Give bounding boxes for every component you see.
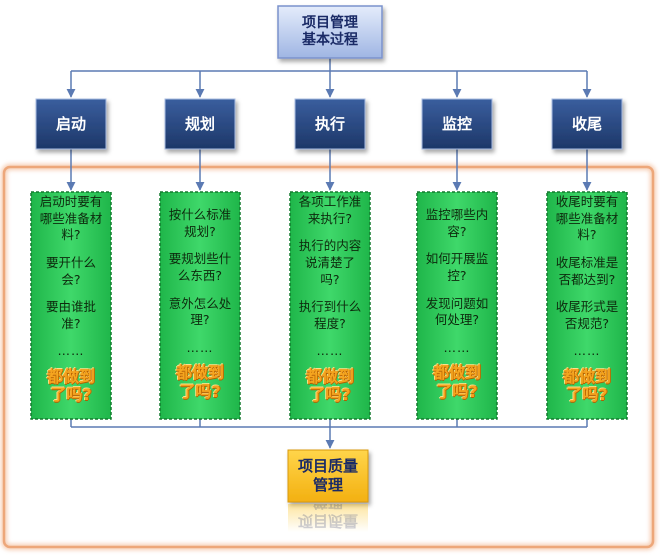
top-connectors (66, 58, 592, 98)
question-text: 执行到什么 程度? (298, 299, 362, 331)
ellipsis-text: …… (443, 339, 471, 355)
phase-box-initiate (35, 98, 107, 150)
root-box (277, 5, 383, 59)
column-text-execute: 各项工作准 来执行? 执行的内容 说清楚了 吗? 执行到什么 程度? …… 都做… (290, 194, 370, 405)
done-question-text: 都做到 了吗? (175, 363, 224, 401)
phase-label-initiate: 启动 (55, 114, 86, 133)
root-label: 项目管理 基本过程 (302, 14, 358, 49)
question-text: 收尾形式是 否规范? (555, 299, 619, 331)
phase-box-plan (164, 98, 236, 150)
column-text-initiate: 启动时要有 哪些准备材 料? 要开什么 会? 要由谁批 准? …… 都做到 了吗… (31, 194, 111, 405)
column-close (546, 191, 628, 420)
question-text: 监控哪些内 容? (425, 207, 489, 239)
phase-box-execute (294, 98, 366, 150)
question-text: 要开什么 会? (45, 254, 96, 287)
done-question-text: 都做到 了吗? (432, 363, 481, 401)
question-text: 收尾标准是 否都达到? (555, 254, 619, 287)
column-execute (289, 191, 371, 420)
bottom-connectors (70, 419, 588, 449)
phase-box-close (551, 98, 623, 150)
question-text: 发现问题如 何处理? (425, 295, 489, 328)
question-text: 要由谁批 准? (45, 299, 96, 331)
done-question-text: 都做到 了吗? (562, 367, 611, 405)
column-text-monitor: 监控哪些内 容? 如何开展监 控? 发现问题如 何处理? …… 都做到 了吗? (417, 207, 497, 401)
column-text-plan: 按什么标准 规划? 要规划些什 么东西? 意外怎么处 理? …… 都做到 了吗? (160, 207, 240, 401)
ellipsis-text: …… (186, 339, 214, 355)
green-columns (30, 191, 628, 420)
column-text-close: 收尾时要有 哪些准备材 料? 收尾标准是 否都达到? 收尾形式是 否规范? ……… (547, 194, 627, 405)
question-text: 按什么标准 规划? (168, 207, 232, 239)
done-question-text: 都做到 了吗? (305, 367, 354, 405)
phase-box-monitor (421, 98, 493, 150)
question-text: 执行的内容 说清楚了 吗? (298, 238, 362, 287)
column-plan (159, 191, 241, 420)
question-text: 意外怎么处 理? (168, 295, 232, 328)
column-initiate (30, 191, 112, 420)
ellipsis-text: …… (573, 343, 601, 359)
quality-label: 项目质量 管理 (297, 457, 358, 494)
quality-label-reflection: 项目质量 管理 (297, 504, 358, 530)
question-text: 各项工作准 来执行? (298, 194, 362, 226)
question-text: 收尾时要有 哪些准备材 料? (555, 194, 619, 243)
question-text: 启动时要有 哪些准备材 料? (39, 194, 103, 243)
done-question-text: 都做到 了吗? (46, 367, 95, 405)
ellipsis-text: …… (57, 343, 85, 359)
phase-to-column-connectors (66, 149, 592, 191)
column-monitor (416, 191, 498, 420)
quality-reflection-box (288, 504, 368, 532)
phase-label-close: 收尾 (571, 114, 602, 133)
orange-frame (2, 165, 655, 549)
phase-label-plan: 规划 (184, 114, 215, 133)
phase-label-execute: 执行 (314, 114, 345, 133)
phase-boxes (35, 98, 623, 150)
ellipsis-text: …… (316, 343, 344, 359)
question-text: 要规划些什 么东西? (168, 251, 232, 283)
quality-box (287, 449, 369, 503)
phase-label-monitor: 监控 (441, 114, 472, 133)
question-text: 如何开展监 控? (425, 251, 489, 283)
